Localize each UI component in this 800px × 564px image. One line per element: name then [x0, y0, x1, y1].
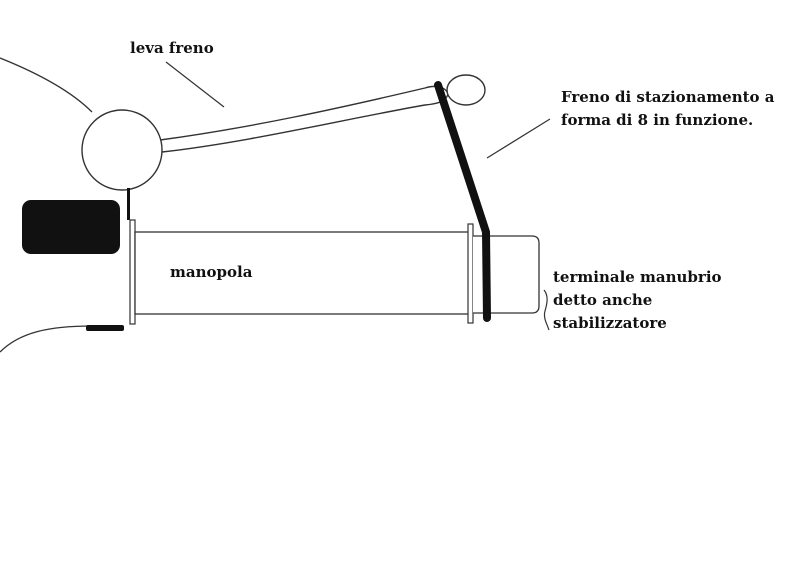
brake-lever-leader [165, 61, 225, 108]
brake-lever-end-loop [446, 74, 486, 106]
brake-lever-arm [159, 85, 449, 153]
clamp-plate [129, 219, 136, 325]
parking-brake-band [434, 81, 491, 322]
bar-end-bracket [543, 289, 550, 331]
lever-clamp [127, 188, 130, 220]
grip-flange [467, 223, 474, 324]
label-parking-brake-line2: forma di 8 in funzione. [561, 111, 754, 129]
label-brake-lever: leva freno [130, 39, 214, 57]
parking-brake-leader [486, 118, 551, 159]
label-bar-end-line2: detto anche [553, 291, 653, 309]
grip-body [134, 231, 470, 315]
label-parking-brake-line1: Freno di stazionamento a [561, 88, 775, 106]
brake-lever-pivot [81, 109, 163, 191]
brake-cable-top [0, 57, 93, 113]
label-grip: manopola [170, 263, 253, 281]
label-bar-end-line1: terminale manubrio [553, 268, 722, 286]
cable-lug [86, 325, 124, 331]
label-bar-end-line3: stabilizzatore [553, 314, 667, 332]
switch-block [22, 200, 120, 254]
